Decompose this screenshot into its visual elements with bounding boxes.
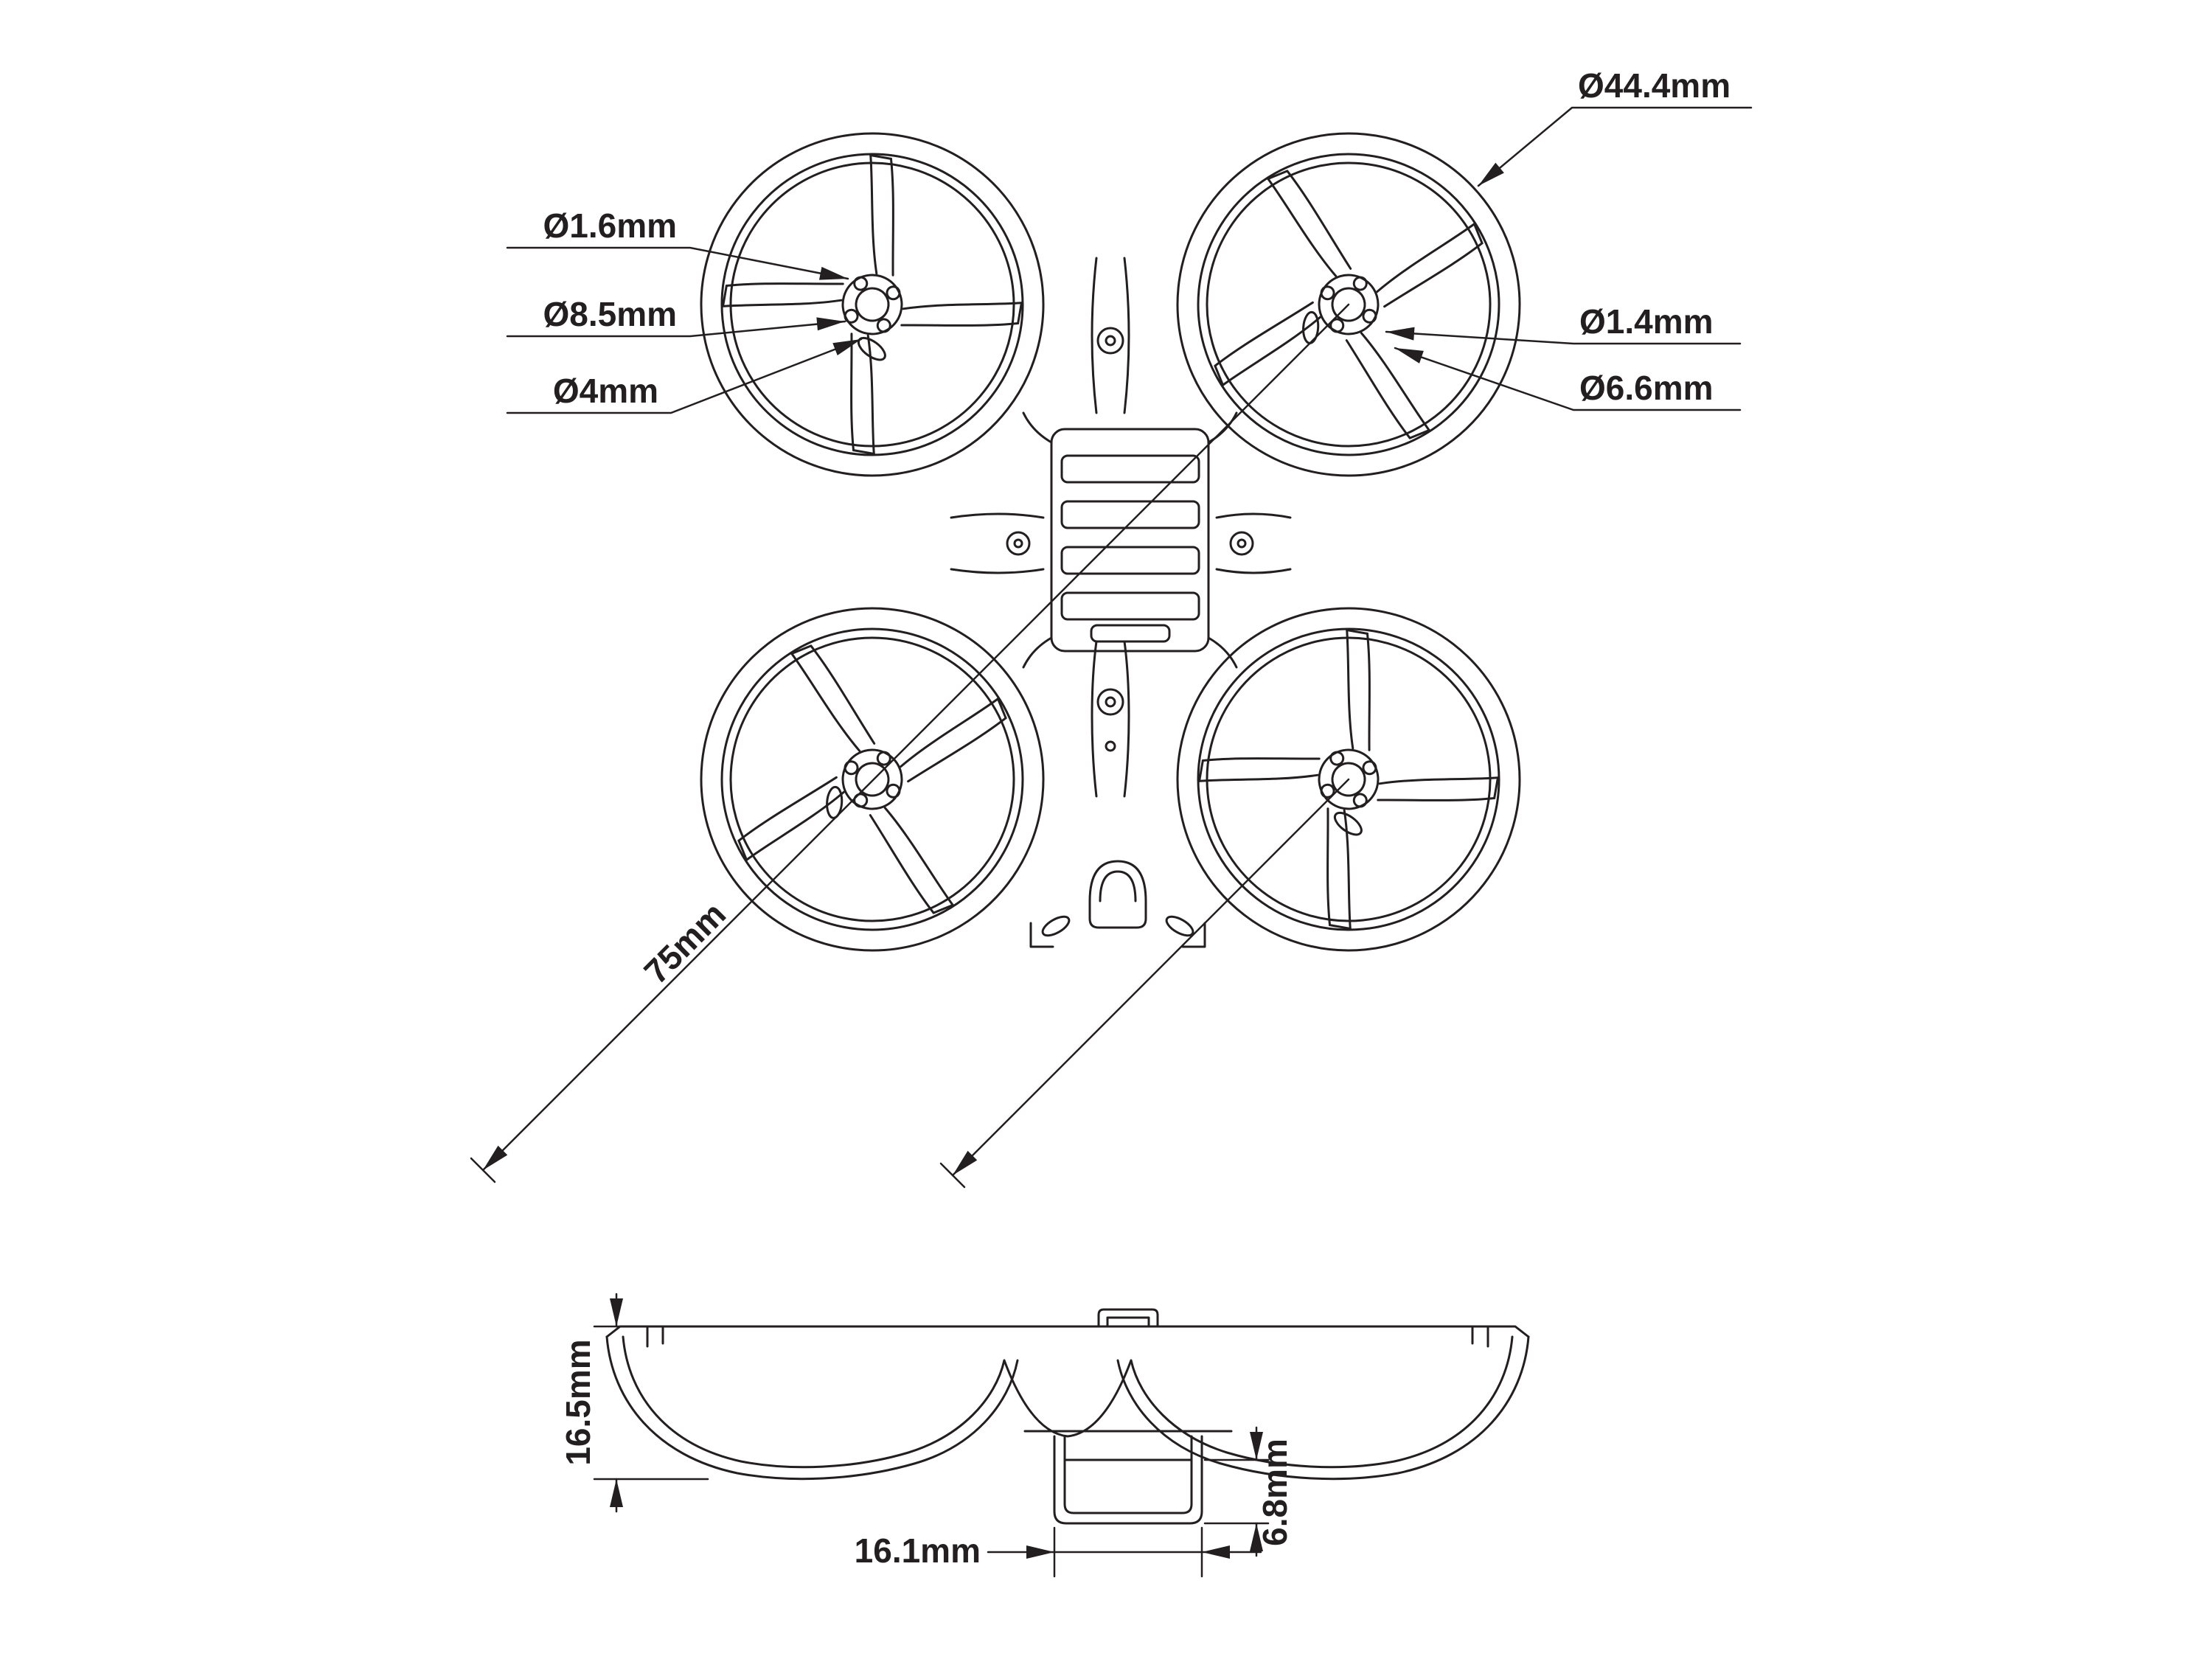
battery-slot-depth-label: 6.8mm [1256, 1439, 1294, 1546]
hub-bore-diameter-label: Ø4mm [553, 372, 658, 410]
top-view [661, 93, 1560, 991]
frame-height-arrow-top [610, 1298, 623, 1326]
duct-top-left [661, 93, 1084, 516]
hub-bore-diameter-leader [506, 338, 863, 414]
slot-width-arrow-right [1202, 1545, 1230, 1559]
hub-diameter-leader [506, 320, 846, 338]
right-duct-outer-profile [1116, 1335, 1530, 1481]
mount-boss-arrow [1393, 341, 1424, 364]
frame-height-arrow-bottom [610, 1479, 623, 1507]
hub-diameter-arrow [816, 315, 846, 331]
wheelbase-label: 75mm [636, 894, 733, 991]
side-view [605, 1308, 1530, 1525]
left-duct-inner-profile [622, 1335, 1006, 1469]
hub-diameter-label: Ø8.5mm [543, 295, 677, 333]
mount-hole-diameter-label: Ø1.4mm [1579, 302, 1714, 341]
mount-boss-diameter-label: Ø6.6mm [1579, 369, 1714, 407]
duct-diameter-label: Ø44.4mm [1578, 66, 1731, 105]
mount-hole-arrow [1385, 325, 1415, 341]
left-duct-outer-profile [605, 1335, 1019, 1481]
right-duct-inner-profile [1130, 1335, 1514, 1469]
slot-width-arrow-left [1026, 1545, 1054, 1559]
frame-height-label: 16.5mm [559, 1339, 597, 1465]
blade-hole-diameter-label: Ø1.6mm [543, 206, 677, 245]
end-tabs [646, 1325, 1489, 1348]
front-connector [1091, 257, 1130, 414]
battery-tray [1022, 411, 1238, 669]
blade-hole-diameter-leader [506, 246, 849, 280]
blade-hole-arrow [818, 266, 849, 285]
battery-slot-profile [1053, 1435, 1203, 1525]
bottom-center-details [1029, 860, 1206, 948]
side-top-edge [605, 1325, 1530, 1338]
battery-slot-width-label: 16.1mm [855, 1531, 981, 1570]
top-bump [1097, 1308, 1159, 1328]
side-bridges [950, 512, 1292, 574]
mount-hole-diameter-leader [1385, 330, 1742, 345]
rear-connector [1091, 640, 1130, 798]
dimension-annotations: Ø1.6mm Ø8.5mm Ø4mm Ø44.4mm Ø1.4mm Ø6.6mm… [470, 66, 1753, 1578]
duct-diameter-leader [1477, 106, 1753, 187]
wheelbase-dimension-lines [470, 303, 1350, 1189]
center-valley-profile [1003, 1359, 1133, 1438]
mount-boss-diameter-leader [1394, 347, 1742, 411]
